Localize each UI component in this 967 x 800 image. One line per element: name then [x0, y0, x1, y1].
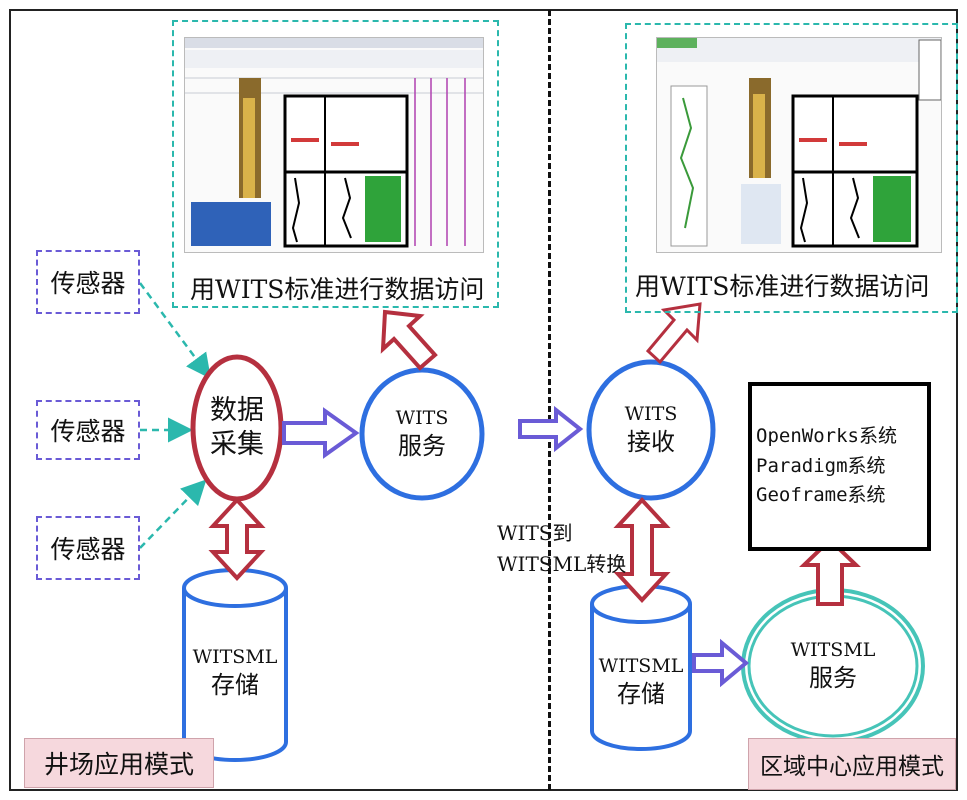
wits-receive-label: WITS 接收 — [589, 390, 713, 470]
system-openworks: OpenWorks系统 — [756, 425, 897, 448]
witsml-storage-label-right: WITSML 存储 — [592, 640, 690, 724]
wits-receive-line1: WITS — [624, 403, 678, 426]
mode-label-regional-center: 区域中心应用模式 — [748, 738, 956, 790]
conversion-line1: WITS到 — [497, 521, 573, 545]
sensor-box-3: 传感器 — [36, 516, 140, 580]
collection-to-service-arrow — [282, 407, 360, 459]
data-collection-line1: 数据 — [210, 395, 264, 427]
witsml-storage-right-line1: WITSML — [598, 655, 684, 678]
witsml-storage-cylinder-right — [590, 584, 692, 751]
conversion-line2: WITSML转换 — [497, 552, 627, 576]
outer-frame — [9, 9, 958, 791]
receive-storage-double-arrow — [613, 497, 671, 603]
wits-to-access-arrow-left — [380, 309, 438, 371]
access-caption-right: 用WITS标准进行数据访问 — [635, 272, 930, 301]
wits-receive-circle — [586, 359, 716, 501]
storage-to-witsml-service-arrow — [692, 638, 750, 688]
wits-service-line2: 服务 — [398, 431, 446, 460]
data-collection-line2: 采集 — [210, 429, 264, 460]
witsml-storage-label-left: WITSML 存储 — [184, 628, 286, 718]
system-paradigm: Paradigm系统 — [756, 454, 886, 477]
section-divider — [548, 10, 551, 790]
mode-label-wellsite: 井场应用模式 — [24, 738, 214, 788]
sensor-box-1: 传感器 — [36, 250, 140, 314]
collection-storage-double-arrow — [208, 497, 266, 581]
access-box-right — [625, 23, 958, 313]
service-to-receive-arrow — [518, 405, 584, 453]
witsml-service-line1: WITSML — [790, 639, 876, 662]
conversion-label: WITS到 WITSML转换 — [497, 518, 626, 580]
data-collection-label: 数据 采集 — [193, 382, 281, 474]
wits-receive-line2: 接收 — [627, 427, 675, 456]
wits-service-label: WITS 服务 — [362, 392, 482, 476]
witsml-service-line2: 服务 — [809, 663, 857, 692]
witsml-storage-left-line2: 存储 — [211, 670, 259, 699]
wits-service-line1: WITS — [395, 407, 449, 430]
system-geoframe: Geoframe系统 — [756, 484, 886, 507]
witsml-service-label: WITSML 服务 — [763, 622, 903, 710]
service-to-systems-arrow — [799, 537, 861, 606]
access-caption-left: 用WITS标准进行数据访问 — [190, 275, 485, 304]
witsml-storage-left-line1: WITSML — [192, 646, 278, 669]
systems-box: OpenWorks系统 Paradigm系统 Geoframe系统 — [748, 382, 931, 551]
screenshot-right — [656, 37, 942, 253]
screenshot-left — [184, 37, 484, 253]
sensor-connector-bottom — [139, 479, 207, 549]
sensor-box-2: 传感器 — [36, 400, 140, 460]
wits-service-circle — [359, 367, 485, 501]
access-box-left — [172, 20, 499, 308]
witsml-storage-right-line2: 存储 — [617, 679, 665, 708]
